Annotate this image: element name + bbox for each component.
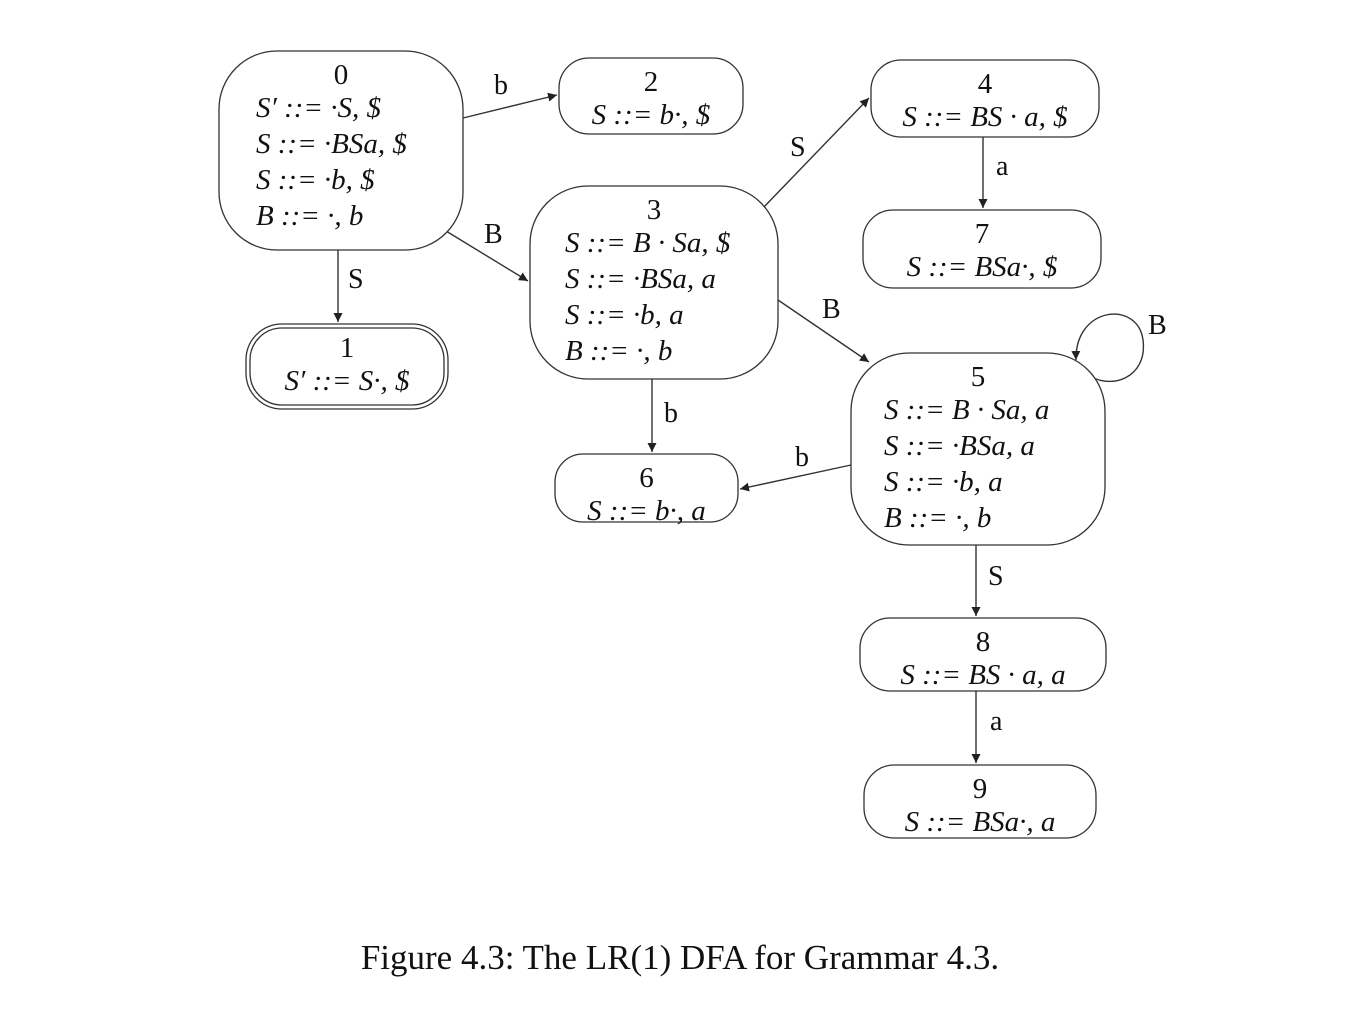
transition-arrow — [445, 230, 529, 282]
transition-5-to-6: b — [739, 442, 852, 492]
state-6: 6S ::= b·, a — [554, 453, 739, 527]
state-box — [862, 209, 1102, 289]
state-box — [863, 764, 1097, 839]
lr-item: S ::= ·BSa, a — [565, 263, 716, 295]
state-box — [850, 352, 1106, 546]
lr-item: S ::= BS · a, a — [900, 659, 1065, 691]
lr-item: S ::= ·b, a — [565, 299, 684, 331]
transition-4-to-7: a — [978, 137, 1009, 208]
lr-item: B ::= ·, b — [565, 335, 672, 367]
transition-5-to-5: B — [1071, 310, 1167, 383]
state-number: 3 — [647, 194, 662, 226]
transition-label: S — [988, 561, 1004, 592]
transition-label: a — [996, 151, 1009, 182]
states: 0S′ ::= ·S, $S ::= ·BSa, $S ::= ·b, $B :… — [218, 50, 1107, 839]
transition-arrow — [777, 299, 870, 363]
lr-item: S ::= b·, a — [587, 495, 706, 527]
state-number: 4 — [978, 68, 993, 100]
transition-3-to-5: B — [777, 294, 870, 363]
state-box — [558, 57, 744, 135]
state-box — [529, 185, 779, 380]
state-3: 3S ::= B · Sa, $S ::= ·BSa, aS ::= ·b, a… — [529, 185, 779, 380]
state-5: 5S ::= B · Sa, aS ::= ·BSa, aS ::= ·b, a… — [850, 352, 1106, 546]
transition-label: b — [494, 70, 508, 101]
lr-item: B ::= ·, b — [884, 502, 991, 534]
lr-item: S ::= b·, $ — [592, 99, 711, 131]
lr-item: B ::= ·, b — [256, 200, 363, 232]
state-9: 9S ::= BSa·, a — [863, 764, 1097, 839]
caption-text: Figure 4.3: The LR(1) DFA for Grammar 4.… — [360, 938, 1000, 977]
state-8: 8S ::= BS · a, a — [859, 617, 1107, 692]
state-box — [554, 453, 739, 523]
transition-0-to-2: b — [462, 70, 558, 119]
transition-3-to-4: S — [762, 97, 870, 209]
transition-arrow — [739, 464, 852, 492]
state-number: 0 — [334, 59, 349, 91]
lr-item: S ::= ·b, a — [884, 466, 1003, 498]
transition-0-to-1: S — [333, 250, 364, 322]
state-number: 7 — [975, 218, 990, 250]
lr-item: S ::= BSa·, $ — [907, 251, 1058, 283]
transition-label: B — [1148, 310, 1167, 341]
state-number: 6 — [639, 462, 654, 494]
transition-label: S — [348, 264, 364, 295]
lr-item: S′ ::= ·S, $ — [256, 92, 381, 124]
lr-item: S ::= B · Sa, $ — [565, 227, 731, 259]
transition-0-to-3: B — [445, 219, 529, 282]
figure-caption: Figure 4.3: The LR(1) DFA for Grammar 4.… — [0, 938, 1372, 978]
transition-label: a — [990, 706, 1003, 737]
state-0: 0S′ ::= ·S, $S ::= ·BSa, $S ::= ·b, $B :… — [218, 50, 464, 251]
transition-label: B — [822, 294, 841, 325]
lr-item: S′ ::= S·, $ — [285, 365, 410, 397]
lr-item: S ::= BSa·, a — [905, 806, 1056, 838]
state-number: 2 — [644, 66, 659, 98]
state-7: 7S ::= BSa·, $ — [862, 209, 1102, 289]
transition-label: B — [484, 219, 503, 250]
transition-arrow — [1071, 313, 1145, 383]
state-number: 9 — [973, 773, 988, 805]
transition-label: S — [790, 132, 806, 163]
transition-3-to-6: b — [647, 379, 678, 452]
transition-arrow — [762, 97, 870, 209]
lr-item: S ::= B · Sa, a — [884, 394, 1049, 426]
accepting-state-inner-border — [249, 327, 445, 406]
lr-item: S ::= ·b, $ — [256, 164, 375, 196]
transition-8-to-9: a — [971, 691, 1003, 763]
state-1: 1S′ ::= S·, $ — [245, 323, 449, 410]
state-number: 5 — [971, 361, 986, 393]
transition-5-to-8: S — [971, 545, 1004, 616]
transition-label: b — [795, 442, 809, 473]
state-box — [870, 59, 1100, 138]
state-number: 8 — [976, 626, 991, 658]
state-2: 2S ::= b·, $ — [558, 57, 744, 135]
state-box — [859, 617, 1107, 692]
transition-label: b — [664, 398, 678, 429]
state-4: 4S ::= BS · a, $ — [870, 59, 1100, 138]
lr-item: S ::= BS · a, $ — [902, 101, 1068, 133]
state-number: 1 — [340, 332, 355, 364]
state-box — [218, 50, 464, 251]
lr-item: S ::= ·BSa, $ — [256, 128, 407, 160]
lr-item: S ::= ·BSa, a — [884, 430, 1035, 462]
transition-arrow — [462, 92, 558, 119]
